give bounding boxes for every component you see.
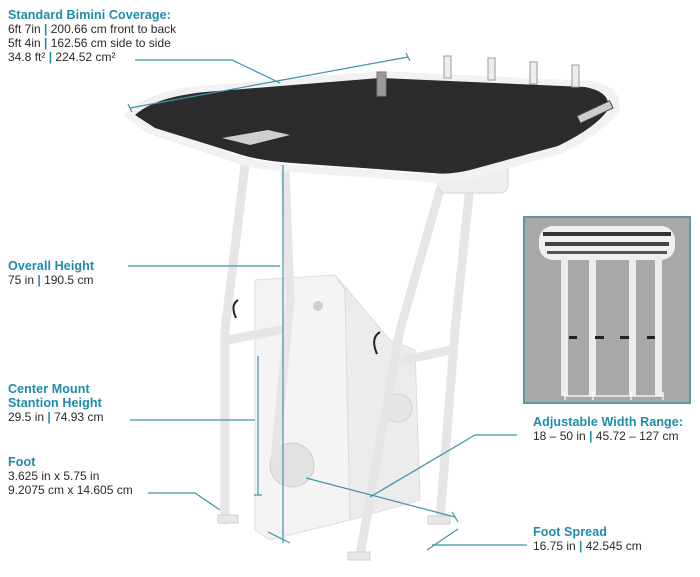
front-view-frame-icon [539,226,675,400]
frame-legs-icon [220,160,475,560]
center-mount-title-1: Center Mount [8,382,90,396]
bimini-coverage-spec: Standard Bimini Coverage: 6ft 7in | 200.… [8,8,176,64]
width-range-metric: 45.72 – 127 cm [595,429,679,443]
bimini-area-imperial: 34.8 ft² [8,50,46,64]
overall-height-spec: Overall Height 75 in | 190.5 cm [8,259,94,287]
bimini-area-metric: 224.52 cm² [55,50,116,64]
foot-spread-imperial: 16.75 in [533,539,576,553]
bimini-length-metric: 200.66 cm front to back [50,22,177,36]
console-icon [254,274,421,541]
center-mount-title-2: Stantion Height [8,396,102,410]
width-range-spec: Adjustable Width Range: 18 – 50 in | 45.… [533,415,683,443]
rod-holder-icons [443,55,580,88]
bimini-length-imperial: 6ft 7in [8,22,41,36]
separator: | [37,273,41,287]
bimini-canopy-icon [135,78,609,174]
bimini-frame-icon [123,70,620,183]
bimini-width-imperial: 5ft 4in [8,36,41,50]
center-mount-spec: Center Mount Stantion Height 29.5 in | 7… [8,382,103,424]
dimension-lines [127,52,527,551]
separator: | [44,36,48,50]
overall-height-metric: 190.5 cm [44,273,94,287]
foot-spec: Foot 3.625 in x 5.75 in 9.2075 cm x 14.6… [8,455,133,497]
handle-icons [232,299,381,355]
width-range-inset-image [523,216,691,404]
separator: | [589,429,593,443]
foot-size-imperial: 3.625 in x 5.75 in [8,469,100,483]
foot-spread-metric: 42.545 cm [585,539,642,553]
foot-spread-title: Foot Spread [533,525,608,539]
feet-icons [217,514,451,561]
antenna-mount-icon [376,71,387,97]
side-rod-holder-icon [576,100,614,124]
canopy-patch-icon [222,130,290,145]
foot-spread-spec: Foot Spread 16.75 in | 42.545 cm [533,525,642,553]
overall-height-imperial: 75 in [8,273,35,287]
width-range-title: Adjustable Width Range: [533,415,684,429]
separator: | [579,539,583,553]
separator: | [47,410,51,424]
separator: | [48,50,53,64]
bimini-width-metric: 162.56 cm side to side [50,36,171,50]
foot-size-metric: 9.2075 cm x 14.605 cm [8,483,133,497]
stantion-height-imperial: 29.5 in [8,410,45,424]
stantion-height-metric: 74.93 cm [54,410,104,424]
separator: | [44,22,48,36]
overall-height-title: Overall Height [8,259,95,273]
foot-title: Foot [8,455,36,469]
width-range-imperial: 18 – 50 in [533,429,586,443]
bimini-coverage-title: Standard Bimini Coverage: [8,8,171,22]
